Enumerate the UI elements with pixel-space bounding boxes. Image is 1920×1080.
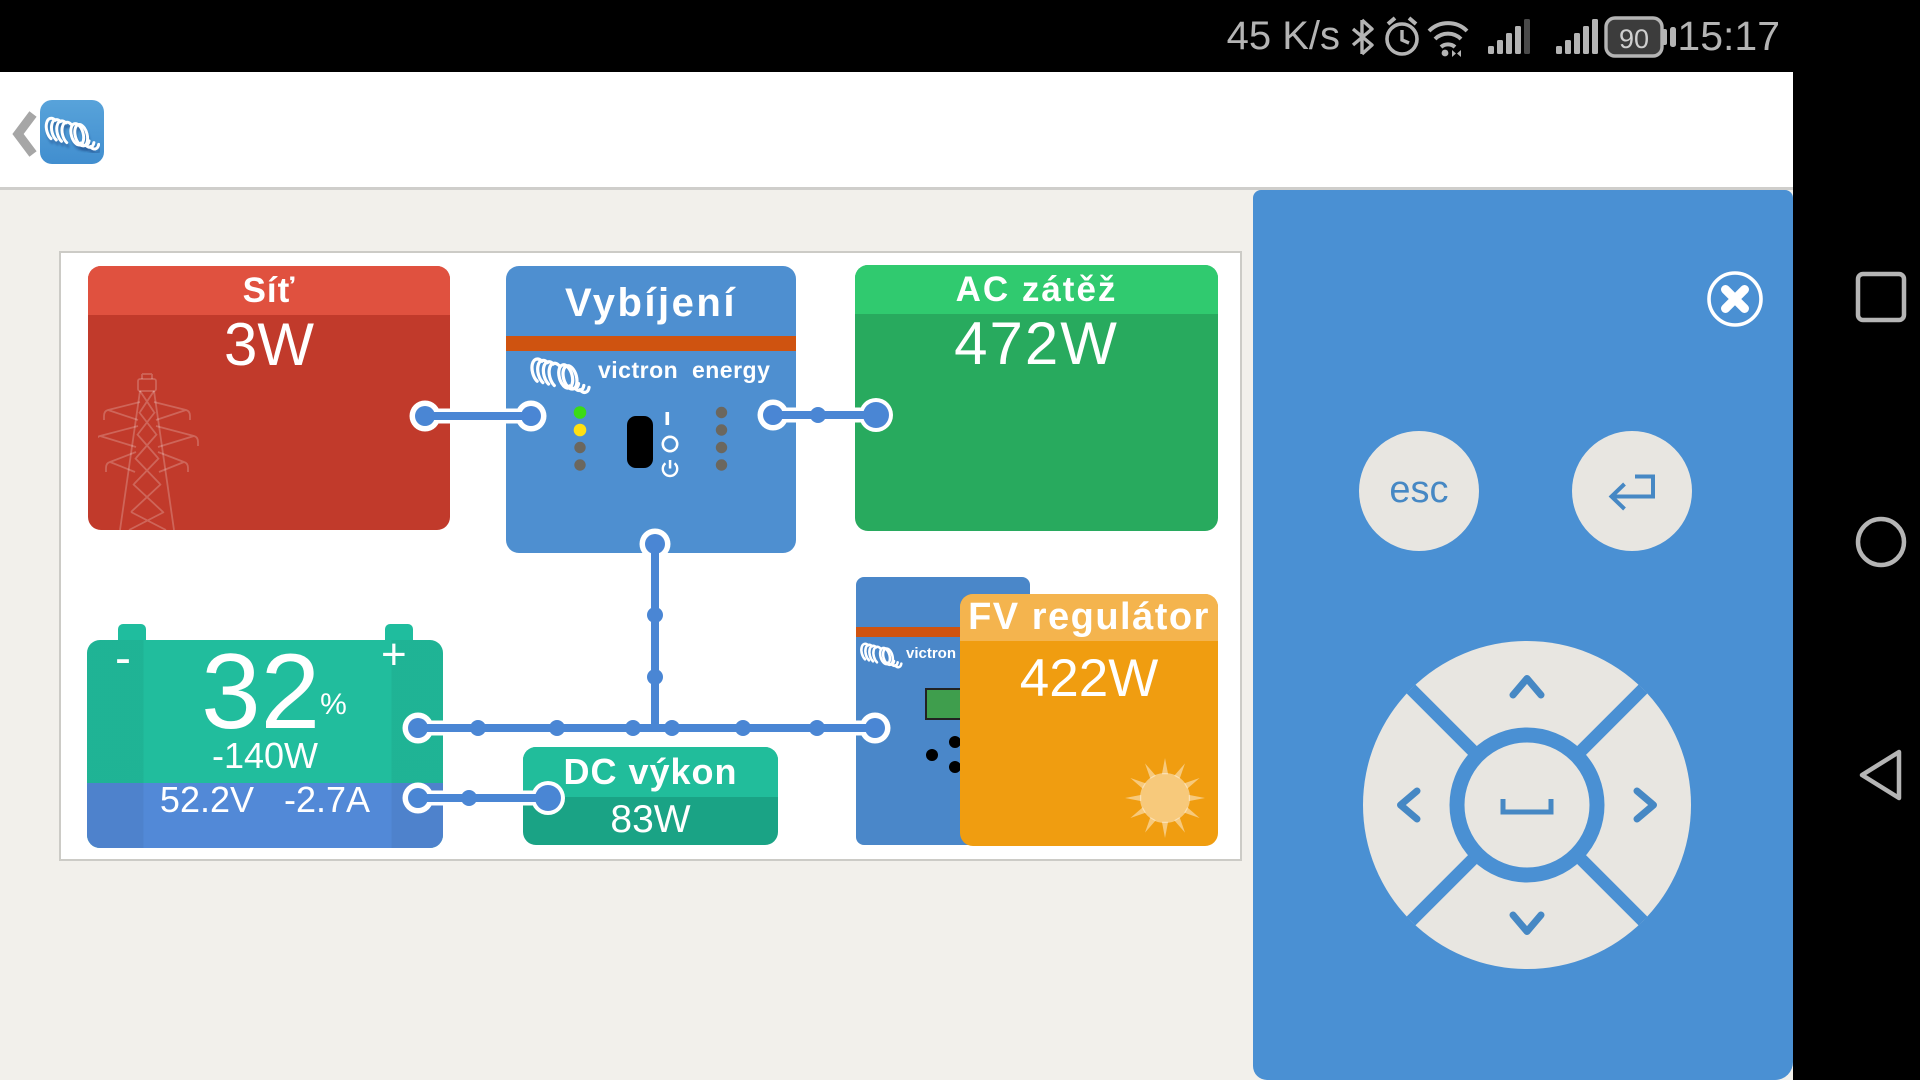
svg-text:90: 90: [1619, 24, 1649, 54]
